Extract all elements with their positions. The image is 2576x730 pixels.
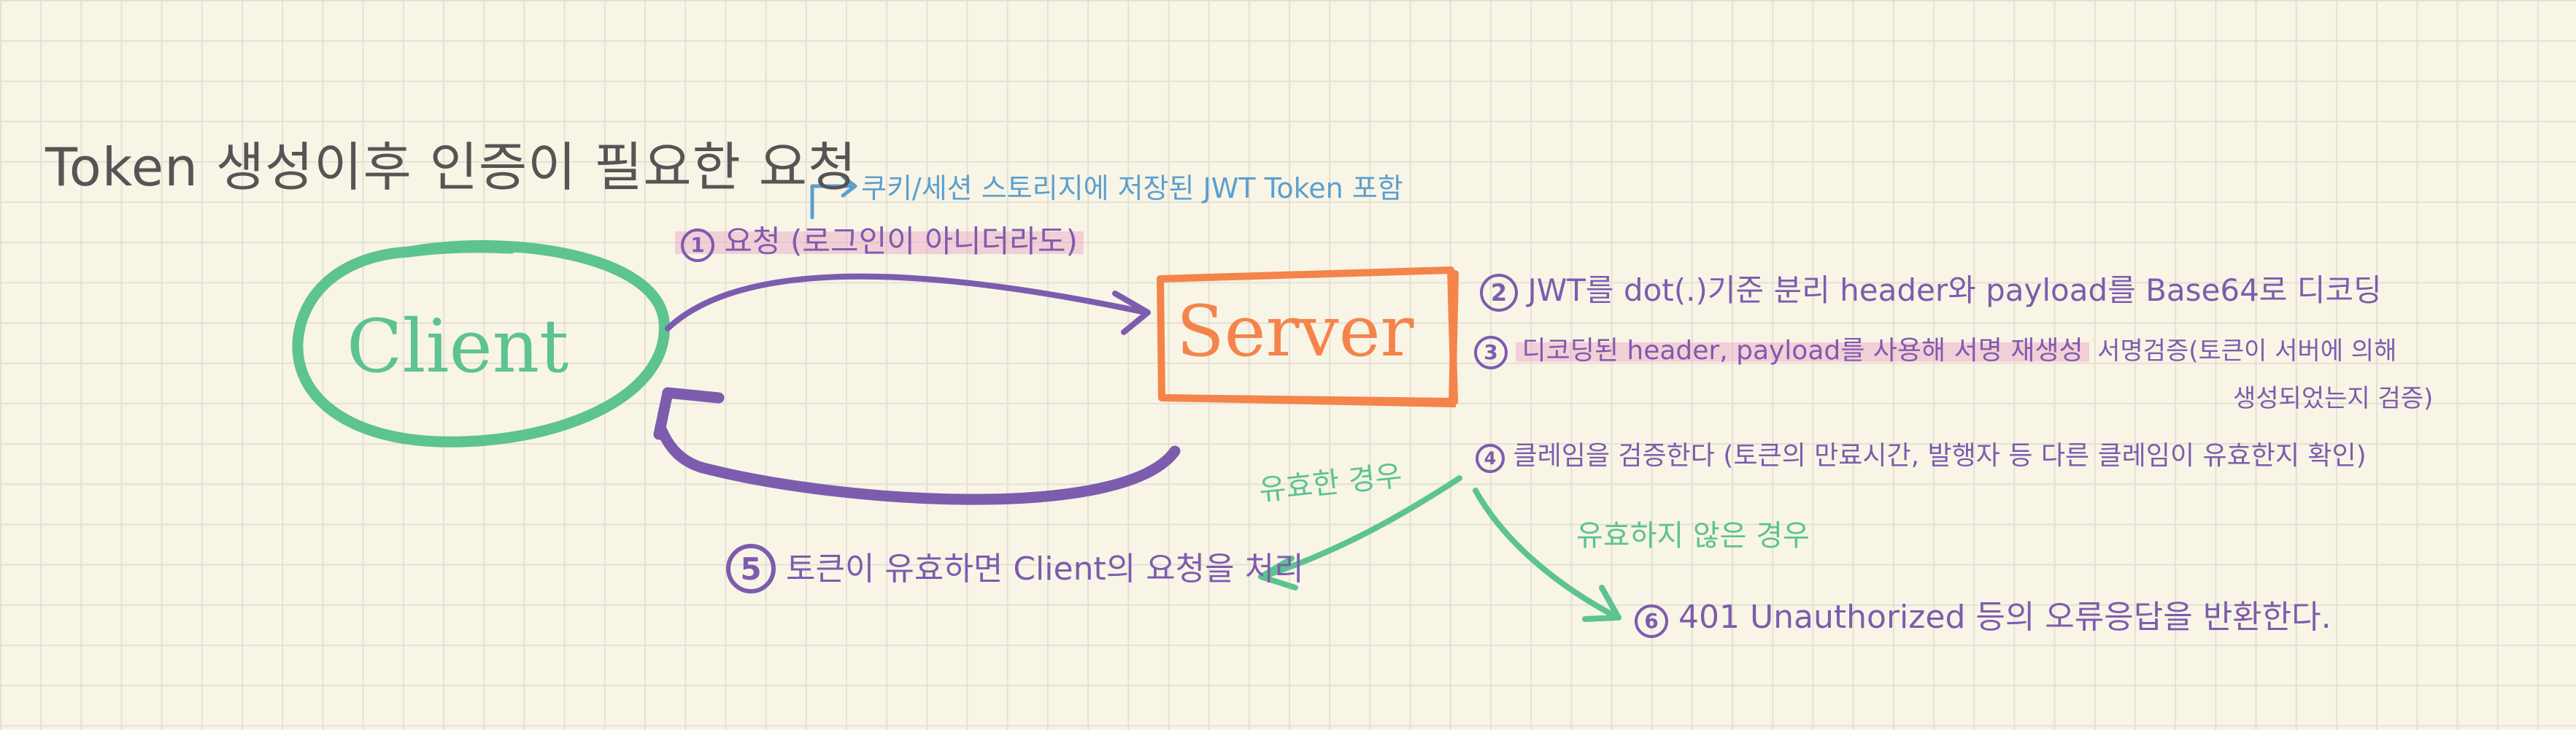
step-5-text: 토큰이 유효하면 Client의 요청을 처리	[786, 550, 1304, 588]
step-3-line-2: 생성되었는지 검증)	[2233, 384, 2434, 413]
valid-arrow	[1258, 475, 1462, 591]
step-2-number: 2	[1480, 274, 1518, 312]
request-arrow	[665, 273, 1151, 335]
step-1-number: 1	[681, 228, 714, 262]
storage-note-arrow	[810, 174, 857, 220]
step-4-number: 4	[1476, 444, 1505, 473]
invalid-arrow	[1473, 488, 1621, 622]
server-label: Server	[1176, 291, 1414, 372]
step-2-text: JWT를 dot(.)기준 분리 header와 payload를 Base64…	[1527, 272, 2382, 308]
step-1-text: 요청 (로그인이 아니더라도)	[724, 223, 1078, 259]
step-4-text: 클레임을 검증한다 (토큰의 만료시간, 발행자 등 다른 클레임이 유효한지 …	[1513, 441, 2367, 471]
response-arrow	[653, 387, 1181, 505]
client-ellipse	[292, 240, 670, 447]
invalid-label: 유효하지 않은 경우	[1576, 519, 1810, 553]
storage-note: 쿠키/세션 스토리지에 저장된 JWT Token 포함	[861, 172, 1403, 204]
client-label: Client	[347, 304, 569, 389]
step-4: 4 클레임을 검증한다 (토큰의 만료시간, 발행자 등 다른 클레임이 유효한…	[1476, 442, 2367, 473]
step-3: 3 디코딩된 header, payload를 사용해 서명 재생성 서명검증(…	[1474, 336, 2396, 369]
step-6-text: 401 Unauthorized 등의 오류응답을 반환한다.	[1678, 599, 2332, 636]
step-3-text: 디코딩된 header, payload를 사용해 서명 재생성	[1516, 336, 2089, 366]
step-3-number: 3	[1474, 336, 1508, 369]
diagram-title: Token 생성이후 인증이 필요한 요청	[45, 137, 857, 198]
step-3-verify-text: 서명검증(토큰이 서버에 의해	[2097, 337, 2397, 366]
step-5: 5 토큰이 유효하면 Client의 요청을 처리	[726, 544, 1304, 593]
step-5-number: 5	[726, 544, 776, 593]
step-2: 2 JWT를 dot(.)기준 분리 header와 payload를 Base…	[1480, 272, 2382, 312]
step-1: 1 요청 (로그인이 아니더라도)	[675, 223, 1084, 262]
step-6: 6 401 Unauthorized 등의 오류응답을 반환한다.	[1635, 599, 2332, 638]
server-box	[1157, 266, 1459, 408]
step-6-number: 6	[1635, 604, 1668, 638]
